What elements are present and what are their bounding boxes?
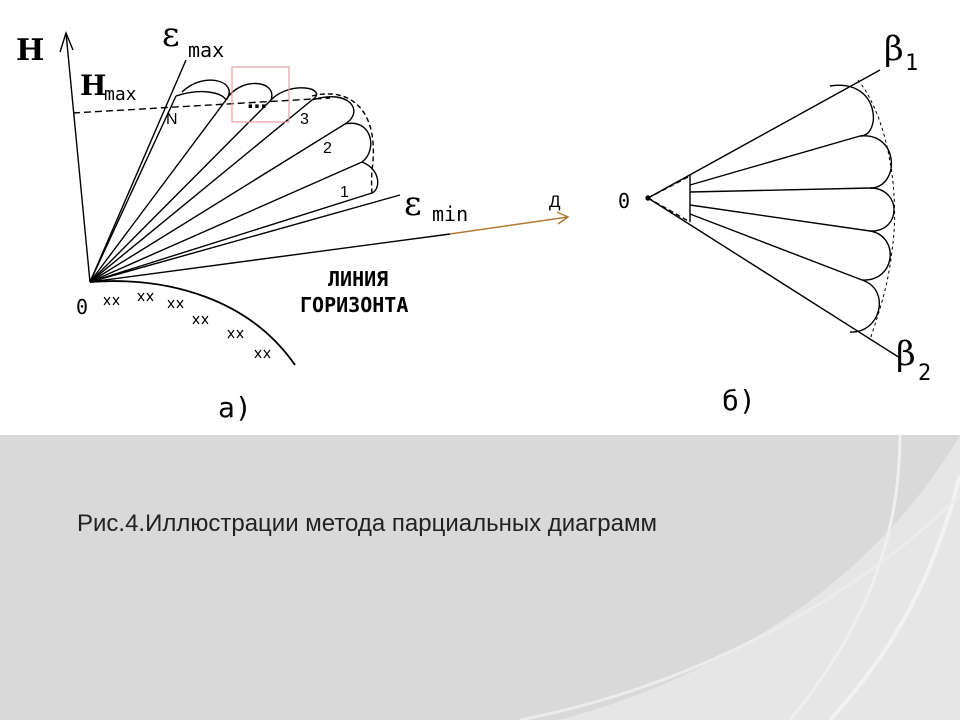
h-max-sub: max xyxy=(104,84,137,105)
beta2-sub: 2 xyxy=(918,361,931,386)
partial-lobes xyxy=(175,79,379,194)
figure-caption: Рис.4.Иллюстрации метода парциальных диа… xyxy=(77,510,657,537)
slide-footer-background xyxy=(0,435,960,720)
eps-max-sub: max xyxy=(188,38,224,62)
beam-fan-b xyxy=(689,135,871,281)
beam-label-2: 2 xyxy=(323,140,332,157)
range-label: Д xyxy=(549,192,561,211)
coverage-envelope-b xyxy=(857,79,896,341)
beta2-letter: β xyxy=(896,334,916,374)
h-max-dashed-line xyxy=(72,97,331,114)
horizon-label-line2: ГОРИЗОНТА xyxy=(300,293,408,317)
range-arrow xyxy=(449,211,570,235)
panel-label-a: а) xyxy=(218,391,252,424)
earth-hatch xyxy=(103,292,271,359)
earth-surface-arc xyxy=(89,280,296,366)
partial-lobes-b xyxy=(829,84,895,333)
origin-label-a: 0 xyxy=(76,295,88,319)
beta1-sub: 1 xyxy=(905,51,918,76)
h-axis-label: H xyxy=(16,33,44,68)
beam-label-3: 3 xyxy=(300,111,309,128)
point-n-label: N xyxy=(166,111,178,128)
beam-label-1: 1 xyxy=(340,184,349,201)
h-axis-arrowhead xyxy=(59,30,74,53)
figure-a xyxy=(59,30,451,366)
origin-label-b: 0 xyxy=(618,189,630,213)
beta1-letter: β xyxy=(884,29,904,69)
highlight-box xyxy=(231,66,290,123)
figure-b xyxy=(645,69,901,359)
beam-fan xyxy=(89,95,451,283)
eps-min-sub: min xyxy=(432,202,468,226)
h-axis xyxy=(65,32,91,283)
h-max-letter: H xyxy=(80,69,106,102)
beta2-line xyxy=(647,197,901,359)
partial-diagram-figure: H H max ε max ε min N ... 3 2 1 Д 0 ЛИНИ… xyxy=(16,15,931,424)
eps-max-line xyxy=(89,59,187,283)
eps-min-letter: ε xyxy=(404,184,422,224)
panel-label-b: б) xyxy=(722,384,756,417)
horizon-label-line1: ЛИНИЯ xyxy=(328,267,388,291)
coverage-envelope xyxy=(311,93,374,197)
dots-label: ... xyxy=(247,87,267,114)
eps-max-letter: ε xyxy=(162,15,180,55)
beta1-line xyxy=(647,69,881,199)
